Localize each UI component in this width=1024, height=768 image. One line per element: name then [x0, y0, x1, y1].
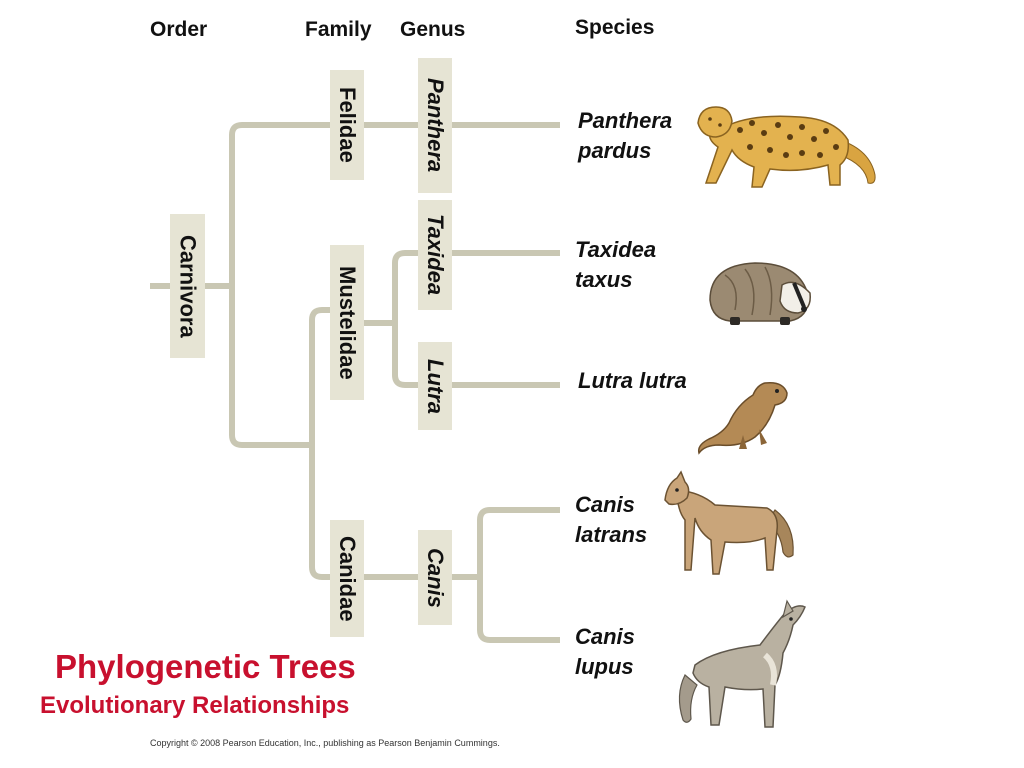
genus-label-text: Lutra: [423, 358, 448, 414]
branch-taxidea-lutra: [392, 250, 560, 388]
order-label-text: Carnivora: [175, 234, 201, 338]
header-family: Family: [305, 18, 372, 41]
species-genus-part: Canis: [575, 492, 635, 517]
order-label-carnivora: Carnivora: [170, 214, 205, 358]
species-full-name: Lutra lutra: [578, 368, 687, 393]
species-epithet-part: latrans: [575, 522, 648, 547]
species-canis-lupus: Canis lupus: [575, 622, 635, 682]
branch-canidae-mustelidae: [309, 307, 360, 580]
genus-label-text: Canis: [423, 547, 448, 608]
species-genus-part: Taxidea: [575, 237, 657, 262]
branch-canis: [477, 507, 560, 643]
genus-label-panthera: Panthera: [418, 58, 452, 193]
header-order: Order: [150, 18, 208, 41]
coyote-icon: [664, 470, 794, 575]
wolf-icon: [678, 599, 806, 728]
badger-icon: [709, 262, 811, 325]
species-canis-latrans: Canis latrans: [575, 490, 647, 550]
family-label-text: Felidae: [335, 87, 360, 163]
genus-label-lutra: Lutra: [418, 342, 452, 430]
leopard-icon: [697, 106, 876, 188]
species-genus-part: Canis: [575, 624, 635, 649]
species-epithet-part: taxus: [575, 267, 633, 292]
header-species: Species: [575, 16, 655, 39]
family-label-text: Mustelidae: [335, 265, 360, 380]
copyright-notice: Copyright © 2008 Pearson Education, Inc.…: [150, 738, 500, 748]
otter-icon: [697, 381, 788, 455]
family-label-felidae: Felidae: [330, 70, 364, 180]
species-panthera-pardus: Panthera pardus: [578, 106, 672, 166]
genus-label-canis: Canis: [418, 530, 452, 625]
family-label-mustelidae: Mustelidae: [330, 245, 364, 400]
species-lutra-lutra: Lutra lutra: [578, 366, 687, 396]
family-label-text: Canidae: [335, 535, 360, 622]
page-subtitle: Evolutionary Relationships: [40, 692, 350, 719]
species-taxidea-taxus: Taxidea taxus: [575, 235, 656, 295]
genus-label-text: Taxidea: [423, 214, 448, 296]
header-genus: Genus: [400, 18, 466, 41]
species-epithet-part: lupus: [575, 654, 634, 679]
species-epithet-part: pardus: [578, 138, 652, 163]
family-label-canidae: Canidae: [330, 520, 364, 637]
species-genus-part: Panthera: [578, 108, 673, 133]
genus-label-taxidea: Taxidea: [418, 200, 452, 310]
page-title: Phylogenetic Trees: [55, 648, 356, 685]
genus-label-text: Panthera: [423, 78, 448, 173]
branch-order: [229, 122, 560, 448]
